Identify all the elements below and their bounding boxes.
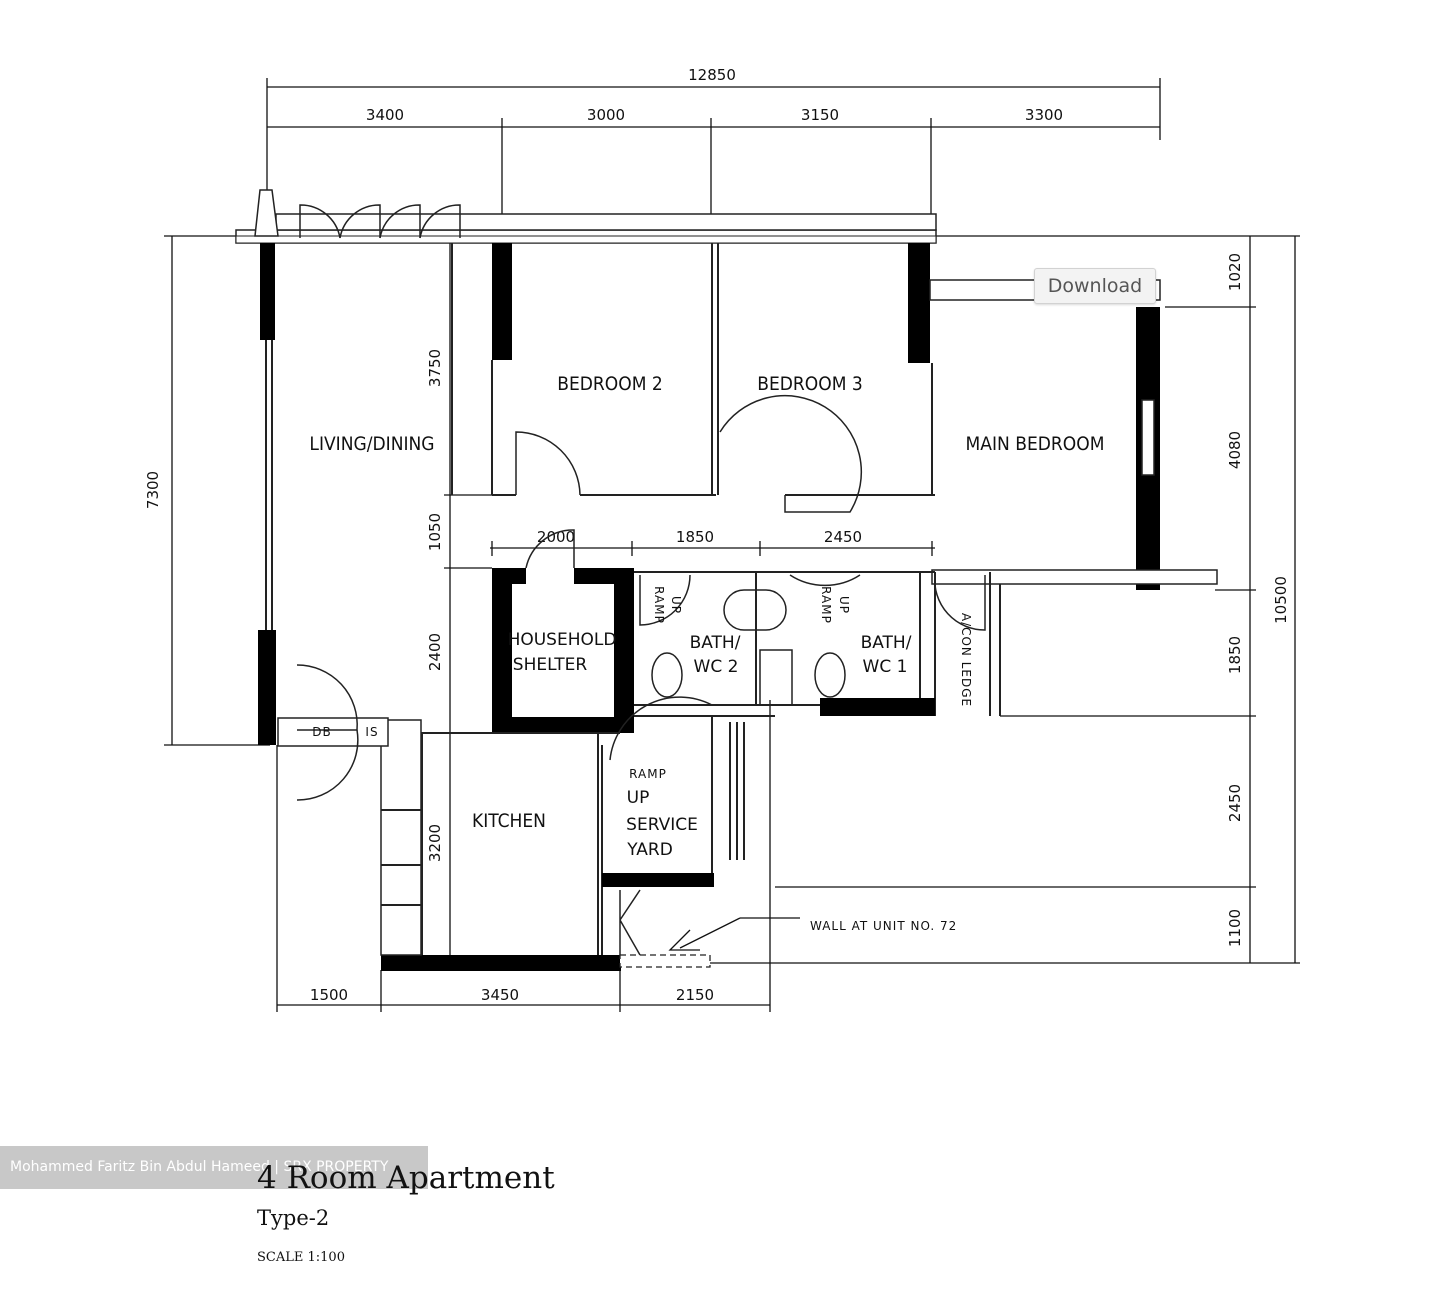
dim-right-1100: 1100 bbox=[1226, 909, 1244, 947]
room-labels: LIVING/DINING BEDROOM 2 BEDROOM 3 MAIN B… bbox=[309, 373, 1104, 933]
doors bbox=[296, 204, 986, 956]
label-kitchen: KITCHEN bbox=[472, 810, 546, 832]
dim-right-4080: 4080 bbox=[1226, 431, 1244, 469]
dim-bottom-2150: 2150 bbox=[676, 986, 714, 1004]
dim-top-3: 3150 bbox=[801, 106, 839, 124]
dim-top-4: 3300 bbox=[1025, 106, 1063, 124]
left-dimensions: 7300 bbox=[144, 235, 270, 746]
dim-inner-3750: 3750 bbox=[426, 349, 444, 387]
label-living-dining: LIVING/DINING bbox=[309, 433, 434, 455]
label-bedroom-2: BEDROOM 2 bbox=[557, 373, 663, 395]
label-bath-2: BATH/ bbox=[690, 633, 741, 653]
label-aircon-ledge: A/CON LEDGE bbox=[959, 613, 973, 707]
label-up-sy: UP bbox=[627, 788, 650, 808]
dim-inner-2400: 2400 bbox=[426, 633, 444, 671]
dim-right-2450: 2450 bbox=[1226, 784, 1244, 822]
bottom-dimensions: 1500 3450 2150 bbox=[276, 700, 771, 1012]
label-db: DB bbox=[312, 725, 331, 739]
inner-dimensions: 3750 1050 2400 3200 bbox=[426, 243, 500, 955]
dim-left-total: 7300 bbox=[144, 471, 162, 509]
dim-right-total: 10500 bbox=[1272, 576, 1290, 624]
label-ramp-b1: RAMP bbox=[819, 586, 833, 624]
label-up-b2: UP bbox=[669, 596, 683, 614]
plan-scale: SCALE 1:100 bbox=[257, 1250, 345, 1265]
dim-top-2: 3000 bbox=[587, 106, 625, 124]
label-wc-2: WC 2 bbox=[694, 657, 739, 677]
label-wc-1: WC 1 bbox=[863, 657, 908, 677]
label-yard: YARD bbox=[626, 840, 673, 860]
dim-mid-1850: 1850 bbox=[676, 528, 714, 546]
label-up-b1: UP bbox=[837, 596, 851, 614]
dim-right-1850: 1850 bbox=[1226, 636, 1244, 674]
fixtures bbox=[651, 589, 846, 951]
label-ramp-sy: RAMP bbox=[629, 767, 667, 781]
dim-inner-3200: 3200 bbox=[426, 824, 444, 862]
dim-bottom-1500: 1500 bbox=[310, 986, 348, 1004]
dim-right-1020: 1020 bbox=[1226, 253, 1244, 291]
label-main-bedroom: MAIN BEDROOM bbox=[966, 433, 1105, 455]
label-household: HOUSEHOLD bbox=[508, 630, 617, 650]
label-ramp-b2: RAMP bbox=[652, 586, 666, 624]
dim-inner-1050: 1050 bbox=[426, 513, 444, 551]
plan-subtitle: Type-2 bbox=[257, 1206, 330, 1230]
label-shelter: SHELTER bbox=[513, 655, 588, 675]
right-dimensions: 1020 4080 1850 2450 1100 10500 bbox=[710, 235, 1300, 964]
label-bedroom-3: BEDROOM 3 bbox=[757, 373, 863, 395]
photo-credit-banner: Mohammed Faritz Bin Abdul Hameed | SRX P… bbox=[0, 1146, 428, 1189]
dim-bottom-3450: 3450 bbox=[481, 986, 519, 1004]
label-bath-1: BATH/ bbox=[861, 633, 912, 653]
middle-dimensions: 2000 1850 2450 bbox=[490, 528, 935, 556]
dim-top-1: 3400 bbox=[366, 106, 404, 124]
label-wall-note: WALL AT UNIT NO. 72 bbox=[810, 919, 957, 933]
label-service: SERVICE bbox=[626, 815, 698, 835]
walls bbox=[235, 189, 1218, 971]
download-button[interactable]: Download bbox=[1034, 268, 1156, 304]
label-is: IS bbox=[365, 725, 378, 739]
plan-title: 4 Room Apartment bbox=[257, 1160, 555, 1196]
dim-mid-2450: 2450 bbox=[824, 528, 862, 546]
dim-overall-width: 12850 bbox=[688, 66, 736, 84]
dim-mid-2000: 2000 bbox=[537, 528, 575, 546]
top-dimensions: 12850 3400 3000 3150 3300 bbox=[266, 66, 1161, 236]
